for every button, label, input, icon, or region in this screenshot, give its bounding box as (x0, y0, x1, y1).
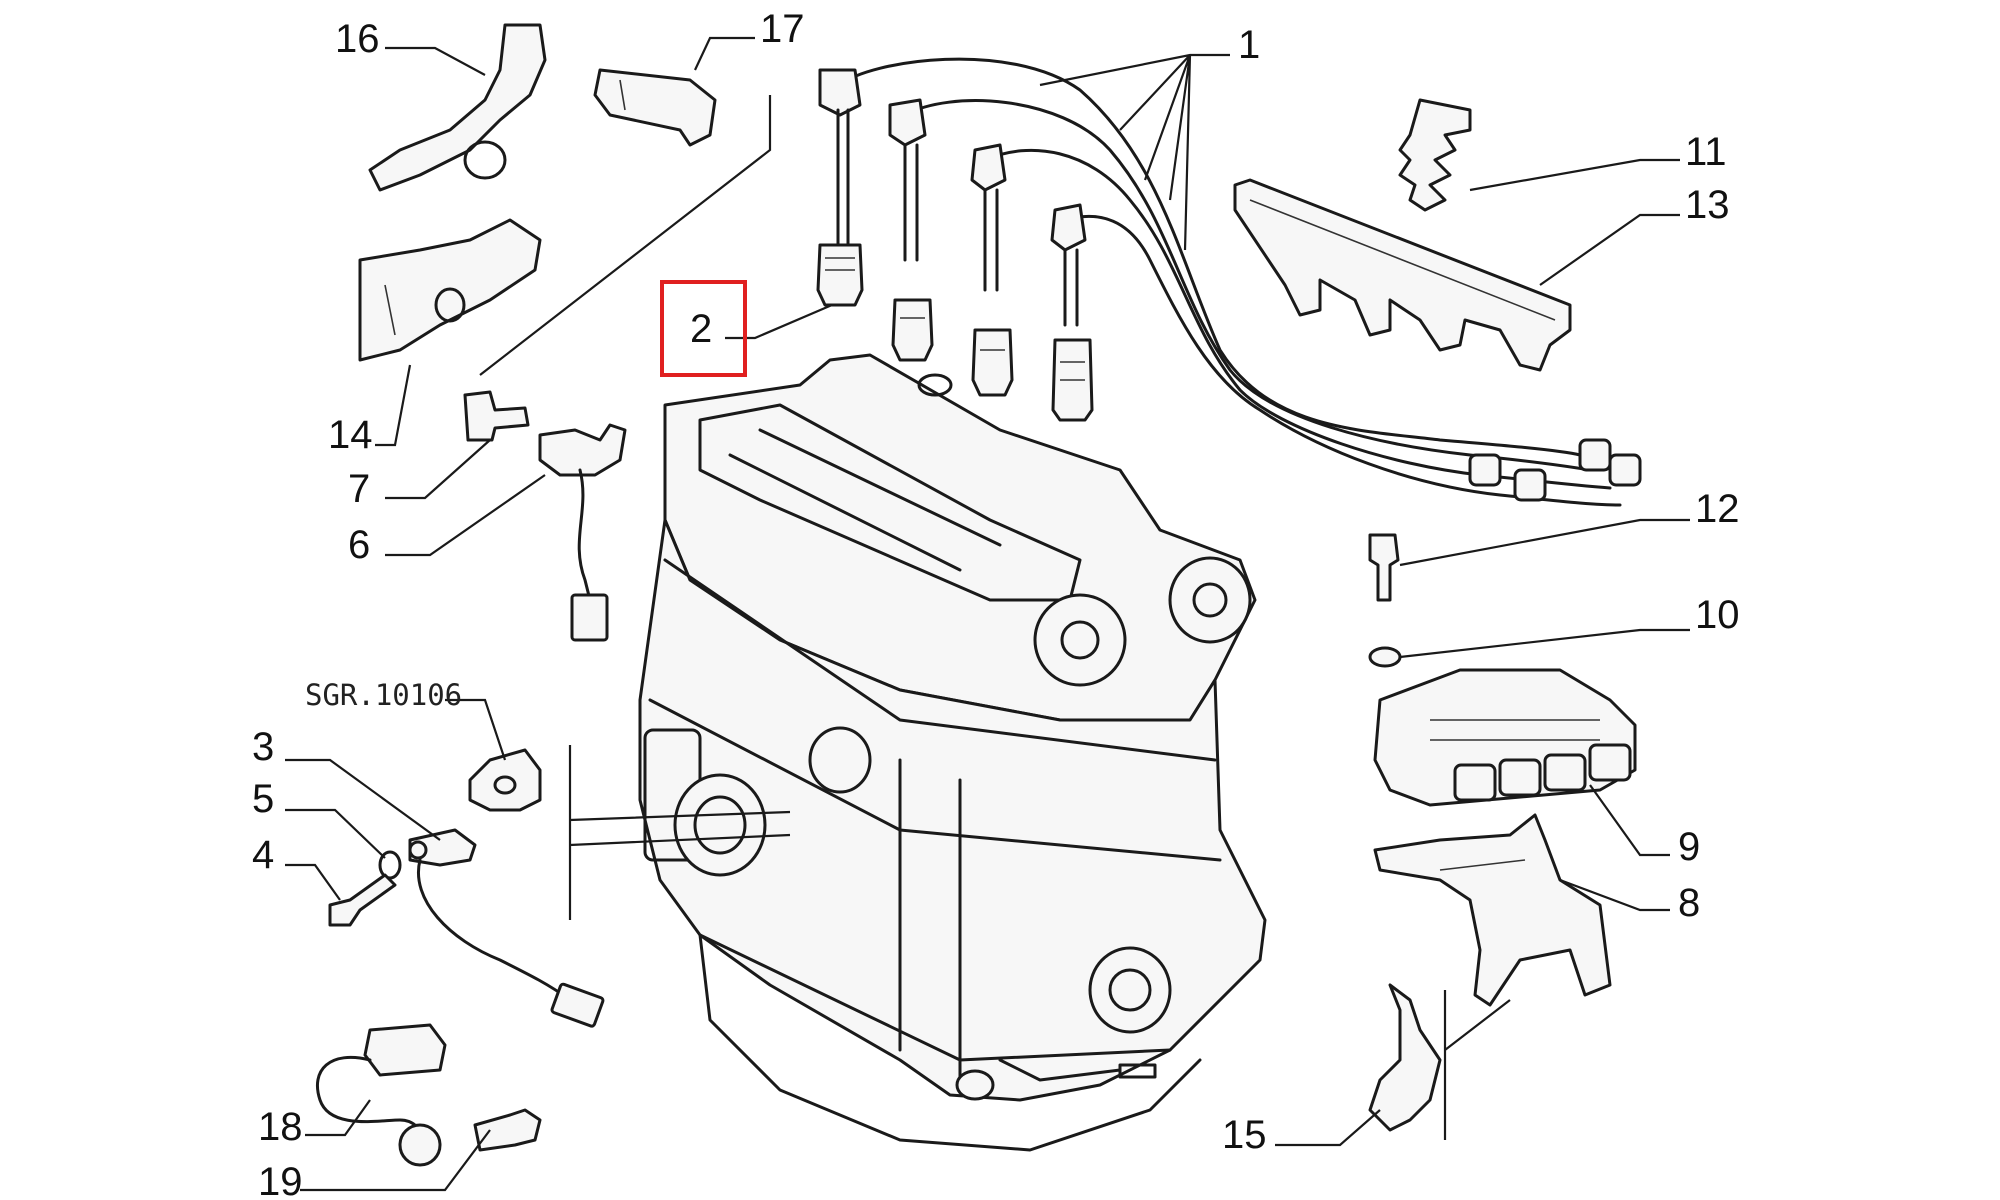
callout-labels: 1 2 3 4 5 6 7 8 9 10 11 12 13 14 15 16 1… (252, 7, 1740, 1200)
engine-block (638, 353, 1267, 1152)
callout-12: 12 (1695, 487, 1740, 531)
bolt-19 (473, 1108, 542, 1152)
callout-10: 10 (1695, 593, 1740, 637)
cable-clip-11 (1398, 98, 1472, 212)
callout-18: 18 (258, 1105, 303, 1149)
spark-plugs (816, 243, 1094, 422)
callout-11: 11 (1685, 130, 1727, 174)
bolt-7 (463, 390, 530, 442)
bracket-17 (593, 68, 717, 147)
callout-17: 17 (760, 7, 805, 51)
leader-lines (285, 36, 1690, 1192)
coil-bracket-8 (1373, 813, 1612, 1007)
sensor-6 (538, 423, 627, 642)
callout-6: 6 (348, 523, 370, 567)
callout-5: 5 (252, 777, 274, 821)
callout-8: 8 (1678, 881, 1700, 925)
ignition-cables (818, 57, 1642, 507)
screw-12 (1368, 533, 1400, 602)
bolt-4 (328, 873, 397, 927)
knock-sensor-18 (315, 1023, 447, 1167)
highlight-box (660, 280, 747, 377)
callout-14: 14 (328, 413, 373, 457)
callout-4: 4 (252, 833, 274, 877)
callout-13: 13 (1685, 183, 1730, 227)
callout-3: 3 (252, 725, 274, 769)
callout-2: 2 (690, 307, 712, 351)
callout-1: 1 (1238, 23, 1260, 67)
callout-9: 9 (1678, 825, 1700, 869)
callout-19: 19 (258, 1160, 303, 1200)
bracket-14 (358, 218, 542, 362)
reference-label-sgr: SGR.10106 (305, 678, 462, 712)
upper-bracket-16 (368, 23, 547, 192)
cable-support-13 (1233, 178, 1572, 372)
callout-7: 7 (348, 467, 370, 511)
sensor-bracket-sgr (468, 748, 542, 812)
washer-10 (1368, 646, 1402, 668)
ignition-coil-9 (1373, 668, 1637, 807)
callout-15: 15 (1222, 1113, 1267, 1157)
sensor-3 (408, 828, 605, 1028)
bracket-15 (1368, 983, 1442, 1132)
callout-16: 16 (335, 17, 380, 61)
